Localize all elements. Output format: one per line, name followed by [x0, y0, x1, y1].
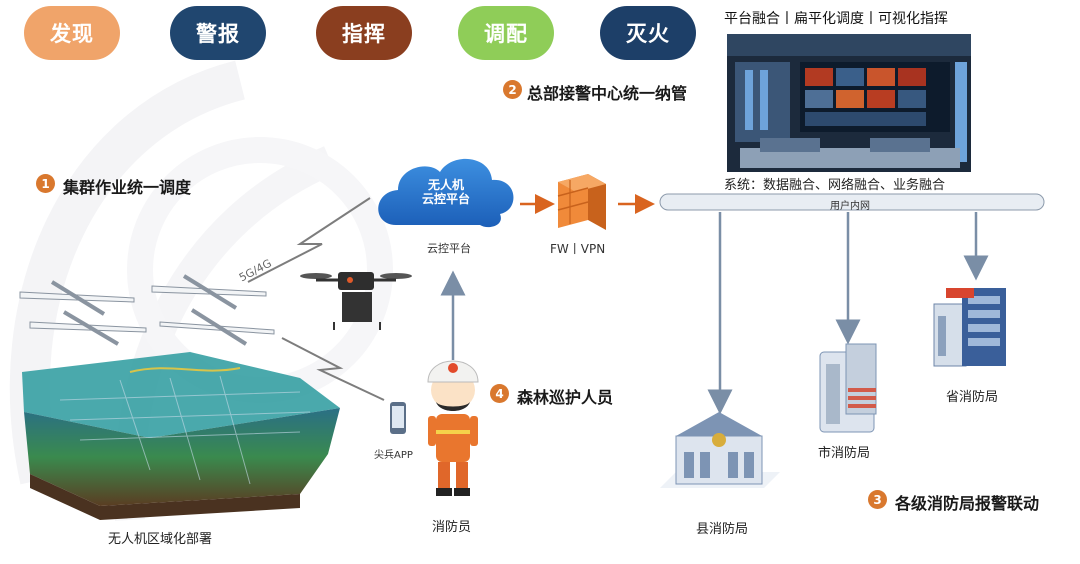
stage-label: 警报: [196, 22, 240, 46]
stage-discover: 发现: [24, 6, 120, 60]
stage-command: 指挥: [316, 6, 412, 60]
step-3-text: 各级消防局报警联动: [895, 494, 1040, 513]
quadcopter-drone-icon: [300, 272, 412, 330]
deploy-label: 无人机区域化部署: [108, 532, 213, 547]
network-label: 用户内网: [830, 201, 870, 212]
stage-label: 指挥: [342, 22, 386, 46]
firefighter-icon: [427, 360, 479, 496]
top-caption: 平台融合丨扁平化调度丨可视化指挥: [724, 11, 948, 27]
county-station-label: 县消防局: [696, 522, 749, 537]
signal-icon: [247, 197, 385, 401]
step-4-text: 森林巡护人员: [517, 388, 614, 407]
cloud-icon: [378, 158, 514, 228]
stage-dispatch: 调配: [458, 6, 554, 60]
county-station-icon: [660, 412, 780, 488]
city-station-icon: [819, 343, 877, 433]
step-1-badge: 1: [36, 174, 55, 193]
step-2-badge: 2: [503, 80, 522, 99]
step-2-text: 总部接警中心统一纳管: [527, 84, 688, 103]
app-label: 尖兵APP: [374, 450, 413, 461]
fixed-wing-drones-icon: [19, 274, 275, 346]
network-bar: [659, 193, 1045, 211]
stage-label: 灭火: [626, 22, 670, 46]
firefighter-label: 消防员: [432, 520, 472, 535]
cloud-platform-label: 无人机 云控平台: [412, 178, 480, 206]
step-4-badge: 4: [490, 384, 509, 403]
province-station-icon: [933, 288, 1006, 367]
stage-label: 调配: [484, 22, 528, 46]
terrain-map-image: [22, 352, 340, 520]
city-station-label: 市消防局: [818, 446, 871, 461]
stage-extinguish: 灭火: [600, 6, 696, 60]
stage-alarm: 警报: [170, 6, 266, 60]
firewall-icon: [557, 174, 606, 230]
step-3-badge: 3: [868, 490, 887, 509]
stage-label: 发现: [50, 22, 94, 46]
system-caption: 系统：数据融合、网络融合、业务融合: [724, 178, 946, 193]
firewall-label: FW丨VPN: [550, 242, 606, 256]
cloud-line-2: 云控平台: [421, 192, 470, 206]
province-station-label: 省消防局: [946, 390, 999, 405]
step-1-text: 集群作业统一调度: [63, 178, 192, 197]
cloud-caption: 云控平台: [427, 242, 471, 255]
cloud-line-1: 无人机: [427, 178, 464, 192]
phone-icon: [390, 402, 406, 434]
